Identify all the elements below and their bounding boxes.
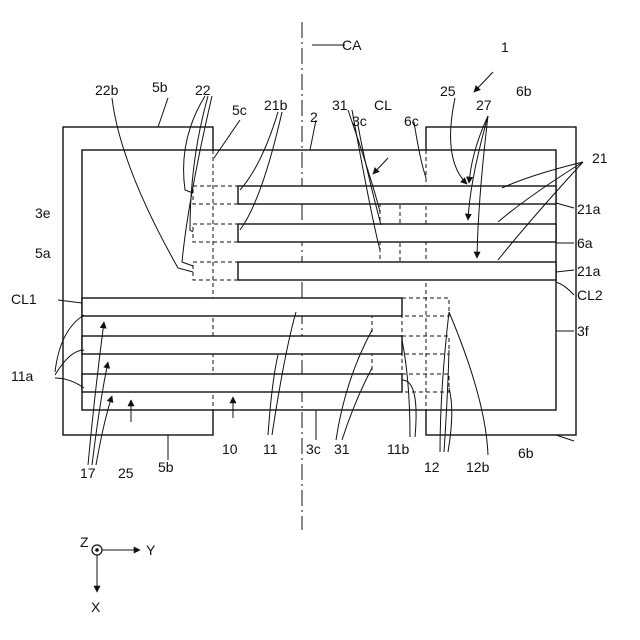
- label-21a-lower: 21a: [577, 263, 601, 279]
- conductor-11-top: [82, 298, 402, 316]
- x-axis-label: X: [91, 599, 101, 615]
- label-21b-top: 21b: [264, 97, 288, 113]
- conductor-21-middle: [238, 224, 556, 242]
- label-25-bottom: 25: [118, 465, 134, 481]
- z-axis-label: Z: [80, 534, 89, 550]
- label-21: 21: [592, 150, 608, 166]
- coordinate-axes: Z Y X: [80, 534, 156, 615]
- label-17: 17: [80, 465, 96, 481]
- label-11: 11: [263, 441, 278, 457]
- label-12: 12: [424, 459, 440, 475]
- conductor-11-bottom: [82, 374, 402, 392]
- y-axis-label: Y: [146, 542, 156, 558]
- label-CA: CA: [342, 37, 362, 53]
- label-11a: 11a: [11, 368, 34, 384]
- label-CL1: CL1: [11, 291, 37, 307]
- label-11b: 11b: [387, 441, 410, 457]
- label-25-top: 25: [440, 83, 456, 99]
- label-5a: 5a: [35, 245, 51, 261]
- label-31-top: 31: [332, 97, 348, 113]
- label-3f: 3f: [577, 323, 589, 339]
- conductor-11-middle: [82, 336, 402, 354]
- label-22b: 22b: [95, 82, 119, 98]
- label-CL2: CL2: [577, 287, 603, 303]
- label-12b: 12b: [466, 459, 490, 475]
- label-22: 22: [195, 82, 211, 98]
- label-3c-top: 3c: [352, 113, 367, 129]
- label-6c: 6c: [404, 113, 419, 129]
- label-3e: 3e: [35, 205, 51, 221]
- label-CL: CL: [374, 97, 392, 113]
- z-axis-dot: [95, 548, 99, 552]
- conductor-21-top: [238, 186, 556, 204]
- label-5b-top: 5b: [152, 79, 168, 95]
- label-5c: 5c: [232, 102, 247, 118]
- label-21a-upper: 21a: [577, 201, 601, 217]
- label-27: 27: [476, 97, 492, 113]
- label-6b-top: 6b: [516, 83, 532, 99]
- label-2: 2: [310, 109, 318, 125]
- label-6a: 6a: [577, 235, 593, 251]
- label-10: 10: [222, 441, 238, 457]
- label-3c-bottom: 3c: [306, 441, 321, 457]
- label-6b-bottom: 6b: [518, 445, 534, 461]
- label-31-bottom: 31: [334, 441, 350, 457]
- label-1: 1: [501, 39, 509, 55]
- conductor-21-bottom: [238, 262, 556, 280]
- label-5b-bottom: 5b: [158, 459, 174, 475]
